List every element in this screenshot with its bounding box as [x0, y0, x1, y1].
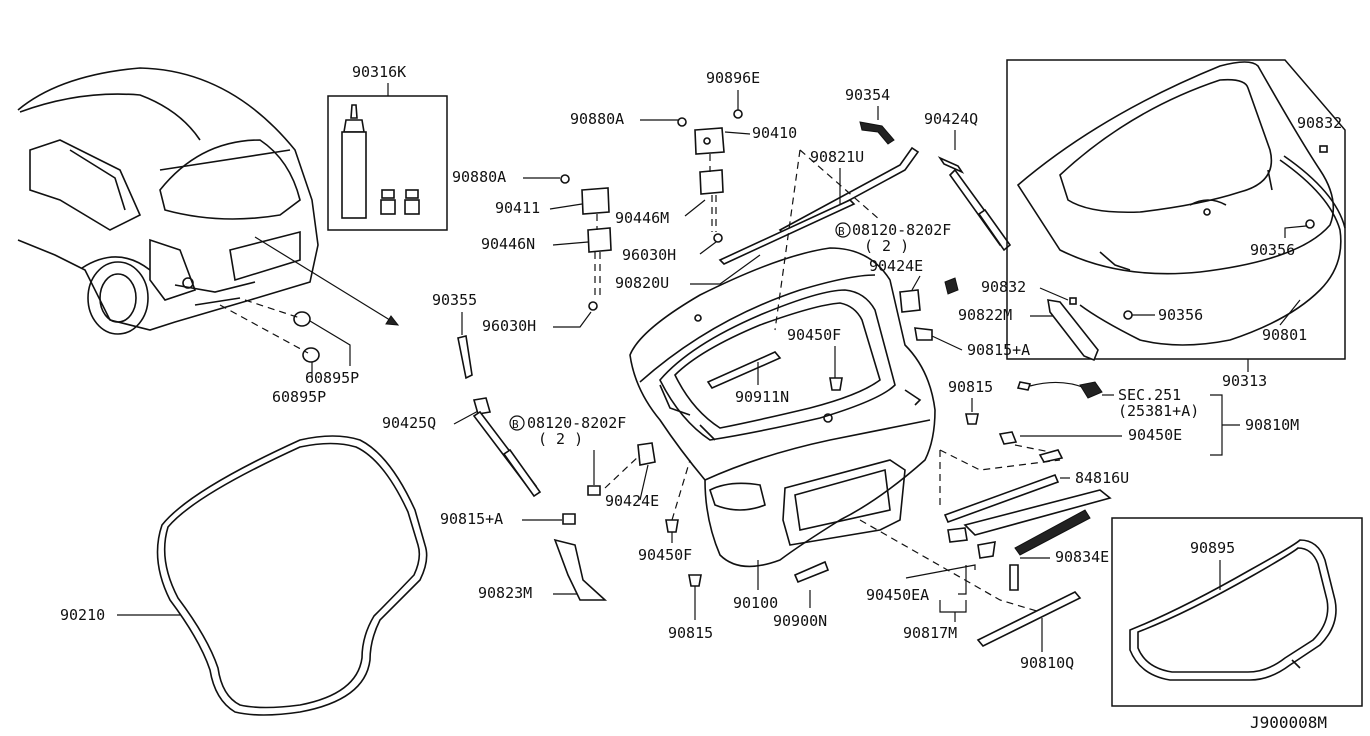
- label-90817M: 90817M: [903, 624, 957, 642]
- label-90832-b: 90832: [981, 278, 1026, 296]
- label-90815A-b: 90815+A: [440, 510, 503, 528]
- bolt-mark-b-1: B: [838, 225, 845, 238]
- part-90817M: [963, 489, 1112, 536]
- label-90900N: 90900N: [773, 612, 827, 630]
- label-90834E: 90834E: [1055, 548, 1109, 566]
- diagram-code: J900008M: [1250, 713, 1327, 732]
- label-90356-b: 90356: [1158, 306, 1203, 324]
- label-90815-a: 90815: [948, 378, 993, 396]
- glass-kit-box: [1006, 59, 1346, 360]
- label-90880A-a: 90880A: [570, 110, 624, 128]
- label-60895P-b: 60895P: [272, 388, 326, 406]
- label-90880A-b: 90880A: [452, 168, 506, 186]
- label-90450F-a: 90450F: [787, 326, 841, 344]
- label-90801: 90801: [1262, 326, 1307, 344]
- molding-kit-box: [1111, 517, 1363, 707]
- label-90450F-b: 90450F: [638, 546, 692, 564]
- label-84816U: 84816U: [1075, 469, 1129, 487]
- cap-60895P-parts: [219, 299, 351, 378]
- part-90810Q: [976, 591, 1082, 647]
- label-08120-a-qty: ( 2 ): [864, 237, 909, 255]
- part-90801-molding: [1079, 159, 1342, 346]
- label-08120-b: 08120-8202F: [527, 414, 626, 432]
- label-90815-b: 90815: [668, 624, 713, 642]
- label-96030H-b: 96030H: [482, 317, 536, 335]
- label-90316K: 90316K: [352, 63, 406, 81]
- part-90210-weatherstrip: [156, 435, 428, 716]
- vehicle-outline: [17, 67, 319, 335]
- part-90815A-a: [914, 327, 933, 341]
- label-90821U: 90821U: [810, 148, 864, 166]
- gas-strut-90425Q: [472, 397, 542, 498]
- label-90313: 90313: [1222, 372, 1267, 390]
- label-90823M: 90823M: [478, 584, 532, 602]
- vehicle-arrow: [254, 236, 399, 326]
- label-60895P-a: 60895P: [305, 369, 359, 387]
- label-90810Q: 90810Q: [1020, 654, 1074, 672]
- part-90450F-a: [829, 377, 843, 391]
- label-90815A-a: 90815+A: [967, 341, 1030, 359]
- label-90424E-a: 90424E: [869, 257, 923, 275]
- part-90822M: [1047, 299, 1099, 362]
- label-90822M: 90822M: [958, 306, 1012, 324]
- label-90446M: 90446M: [615, 209, 669, 227]
- sealant-kit-box: [327, 95, 448, 231]
- arrow-head-icon: [385, 315, 400, 326]
- part-90823M: [553, 538, 608, 601]
- label-08120-a: 08120-8202F: [852, 221, 951, 239]
- hinge-90410: [694, 127, 725, 195]
- label-90446N: 90446N: [481, 235, 535, 253]
- label-90450E: 90450E: [1128, 426, 1182, 444]
- sealant-tube-icon: [341, 104, 420, 219]
- label-90820U: 90820U: [615, 274, 669, 292]
- label-90424E-b: 90424E: [605, 492, 659, 510]
- part-90313-glass: [1016, 61, 1335, 275]
- label-SEC251-code: (25381+A): [1118, 402, 1199, 420]
- label-90410: 90410: [752, 124, 797, 142]
- back-door-90100: [629, 247, 936, 568]
- bolt-mark-icon-2: [509, 415, 525, 431]
- label-90896E: 90896E: [706, 69, 760, 87]
- label-96030H-a: 96030H: [622, 246, 676, 264]
- label-90355: 90355: [432, 291, 477, 309]
- label-SEC251: SEC.251: [1118, 386, 1181, 404]
- label-90425Q: 90425Q: [382, 414, 436, 432]
- hinge-90411: [581, 187, 612, 253]
- part-bracket: [944, 277, 959, 295]
- label-08120-b-qty: ( 2 ): [538, 430, 583, 448]
- bolt-mark-icon: [835, 222, 851, 238]
- label-90356-a: 90356: [1250, 241, 1295, 259]
- label-90210: 90210: [60, 606, 105, 624]
- label-90911N: 90911N: [735, 388, 789, 406]
- gas-strut-90424Q: [937, 156, 1012, 252]
- label-90424Q: 90424Q: [924, 110, 978, 128]
- part-90424E-a: [899, 289, 921, 313]
- part-90354: [859, 121, 895, 145]
- label-90895: 90895: [1190, 539, 1235, 557]
- part-90355: [457, 335, 473, 380]
- label-90810M: 90810M: [1245, 416, 1299, 434]
- part-90820U: [718, 199, 856, 265]
- label-90354: 90354: [845, 86, 890, 104]
- label-90411: 90411: [495, 199, 540, 217]
- part-90911N: [706, 351, 782, 390]
- part-84816U: [943, 473, 1060, 524]
- label-90450EA: 90450EA: [866, 586, 929, 604]
- label-90832-a: 90832: [1297, 114, 1342, 132]
- part-90895-molding: [1129, 539, 1337, 681]
- label-90100: 90100: [733, 594, 778, 612]
- bolt-mark-b-2: B: [512, 418, 519, 431]
